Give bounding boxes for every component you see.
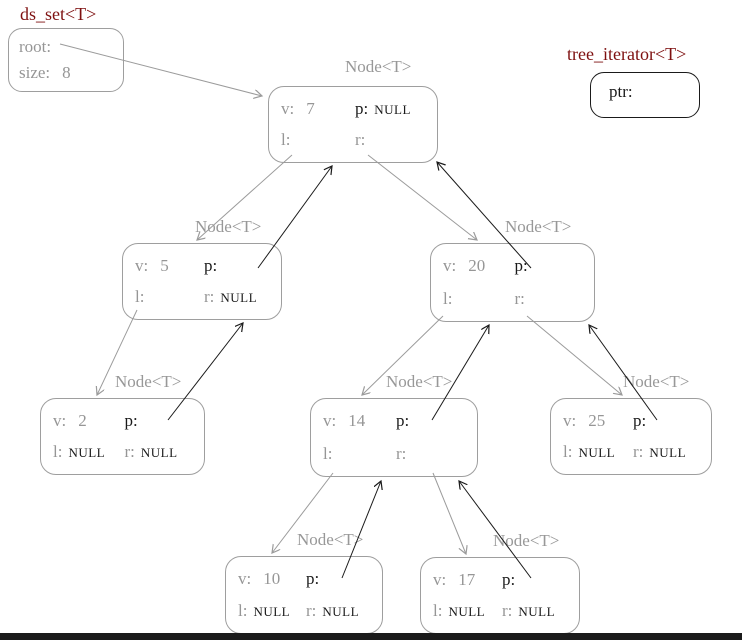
node-type-label: Node<T> (623, 372, 690, 391)
v-label: v: (53, 410, 67, 430)
size-value: 8 (62, 63, 71, 82)
v-label: v: (135, 255, 149, 275)
l-label: l: (433, 601, 443, 621)
l-value: NULL (253, 604, 291, 619)
r-value: NULL (518, 604, 556, 620)
p-label: p: (514, 256, 528, 276)
r-value: NULL (220, 290, 258, 306)
node-row: l: r: NULL (123, 287, 281, 307)
r-label: r: (355, 130, 366, 150)
node-type-label: Node<T> (386, 372, 453, 391)
tree-iterator-title: tree_iterator<T> (567, 44, 687, 64)
root-label: root: (19, 37, 52, 56)
node-row: v: 5 p: (123, 256, 281, 276)
edge-20-r-to-25 (526, 315, 622, 395)
v-value: 2 (78, 410, 87, 430)
v-value: 17 (458, 569, 476, 589)
node-row: v: 7 p: NULL (269, 99, 437, 119)
tree-node-20: v: 20 p: l: r: (430, 243, 595, 322)
r-label: r: (306, 601, 317, 620)
l-value: NULL (68, 445, 106, 461)
node-row: v: 2 p: (41, 411, 204, 431)
node-row: l: NULL r: NULL (226, 601, 382, 621)
tree-node-10: v: 10 p: l: NULL r: NULL (225, 556, 383, 634)
l-label: l: (563, 442, 573, 462)
ds-set-title: ds_set<T> (20, 4, 97, 24)
r-label: r: (124, 442, 135, 462)
node-row: l: r: (311, 444, 477, 464)
node-row: v: 25 p: (551, 411, 711, 431)
node-row: v: 14 p: (311, 411, 477, 431)
l-label: l: (443, 288, 453, 308)
root-field: root: (19, 34, 123, 60)
tree-node-17: v: 17 p: l: NULL r: NULL (420, 557, 580, 634)
p-label: p: (204, 255, 218, 275)
v-label: v: (323, 411, 337, 431)
v-value: 5 (160, 255, 169, 275)
node-row: l: NULL r: NULL (421, 601, 579, 621)
r-label: r: (514, 288, 525, 308)
node-type-label: Node<T> (297, 530, 364, 549)
r-label: r: (396, 443, 407, 463)
l-label: l: (53, 442, 63, 462)
size-field: size: 8 (19, 60, 123, 86)
l-label: l: (135, 287, 145, 307)
node-row: l: NULL r: NULL (41, 442, 204, 462)
p-label: p: (355, 98, 369, 118)
node-type-label: Node<T> (115, 372, 182, 391)
ds-set-box: root: size: 8 (8, 28, 124, 92)
size-label: size: (19, 63, 51, 82)
tree-node-14: v: 14 p: l: r: (310, 398, 478, 477)
r-value: NULL (649, 445, 687, 461)
v-value: 25 (588, 410, 606, 430)
tree-node-25: v: 25 p: l: NULL r: NULL (550, 398, 712, 475)
tree-node-7: v: 7 p: NULL l: r: (268, 86, 438, 163)
v-label: v: (281, 98, 295, 118)
p-label: p: (633, 410, 647, 430)
node-type-label: Node<T> (505, 217, 572, 236)
v-value: 14 (348, 411, 366, 431)
l-label: l: (238, 601, 248, 620)
ptr-label: ptr: (609, 82, 633, 101)
v-label: v: (238, 569, 252, 588)
r-value: NULL (140, 445, 178, 461)
r-label: r: (633, 442, 644, 462)
l-label: l: (323, 443, 333, 463)
r-value: NULL (322, 604, 360, 619)
p-label: p: (396, 411, 410, 431)
tree-node-2: v: 2 p: l: NULL r: NULL (40, 398, 205, 475)
node-type-label: Node<T> (345, 57, 412, 76)
edge-14-r-to-17 (432, 472, 466, 554)
node-type-label: Node<T> (493, 531, 560, 550)
node-row: v: 10 p: (226, 569, 382, 589)
node-row: v: 17 p: (421, 570, 579, 590)
v-label: v: (433, 569, 447, 589)
r-label: r: (204, 287, 215, 307)
l-value: NULL (448, 604, 486, 620)
tree-iterator-box: ptr: (590, 72, 700, 118)
bottom-taskbar-strip (0, 633, 742, 640)
v-value: 20 (468, 256, 486, 276)
p-label: p: (306, 569, 320, 588)
v-value: 10 (263, 569, 281, 588)
node-type-label: Node<T> (195, 217, 262, 236)
edge-7-r-to-20 (367, 154, 477, 240)
p-label: p: (124, 410, 138, 430)
v-label: v: (443, 256, 457, 276)
node-row: l: NULL r: NULL (551, 442, 711, 462)
node-row: v: 20 p: (431, 256, 594, 276)
p-value: NULL (374, 101, 411, 117)
p-label: p: (502, 569, 516, 589)
l-value: NULL (578, 445, 616, 461)
tree-node-5: v: 5 p: l: r: NULL (122, 243, 282, 320)
node-row: l: r: (269, 130, 437, 150)
v-value: 7 (306, 98, 315, 118)
node-row: l: r: (431, 289, 594, 309)
l-label: l: (281, 130, 291, 150)
r-label: r: (502, 601, 513, 621)
v-label: v: (563, 410, 577, 430)
